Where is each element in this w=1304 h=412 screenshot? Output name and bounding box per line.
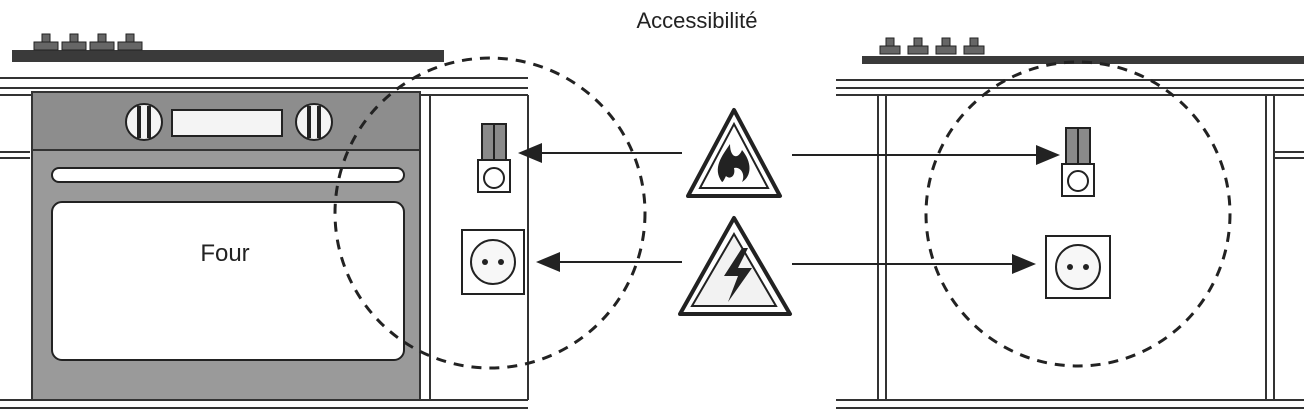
right-cooktop [862,37,1304,64]
oven-knob-right [295,103,333,141]
oven-knob-left [125,103,163,141]
right-gas-valve-icon [1061,127,1095,197]
right-countertop [836,79,1304,409]
right-power-socket-icon [1045,235,1111,299]
left-gas-valve-icon [477,123,511,193]
oven-window [51,201,405,361]
diagram-title: Accessibilité [636,8,758,33]
oven-handle [51,167,405,183]
left-power-socket-icon [461,229,525,295]
oven [31,91,421,401]
left-accessibility-zone [333,56,647,370]
left-cooktop [12,33,444,62]
electric-hazard-warning-icon [678,216,792,316]
oven-display [171,109,283,137]
oven-label: Four [200,240,250,267]
arrows [518,143,1060,274]
fire-hazard-warning-icon [686,108,782,198]
right-accessibility-zone [924,60,1232,368]
